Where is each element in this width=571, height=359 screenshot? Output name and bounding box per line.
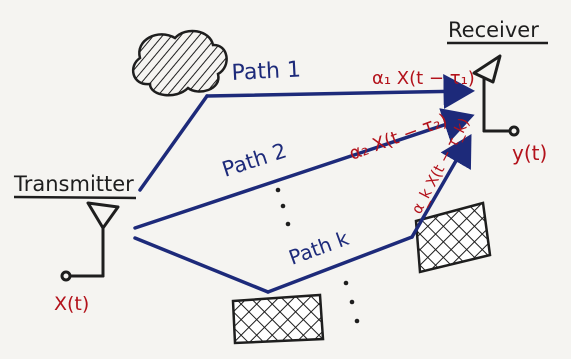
cloud-scatterer-icon bbox=[131, 29, 228, 97]
receiver-antenna-icon bbox=[472, 54, 520, 137]
path-2-ray bbox=[133, 108, 475, 230]
path-ellipsis-dots bbox=[275, 187, 360, 324]
receiver-label: Receiver bbox=[448, 18, 539, 42]
building-scatterer-right-icon bbox=[414, 201, 492, 274]
transmitter-underline bbox=[13, 195, 137, 200]
transmitter-antenna-icon bbox=[60, 201, 120, 282]
path-2-label: Path 2 bbox=[219, 138, 289, 181]
path-1-term: α₁ X(t − τ₁) bbox=[372, 68, 475, 89]
output-signal-label: y(t) bbox=[512, 141, 547, 165]
input-signal-label: X(t) bbox=[54, 293, 89, 315]
path-1-ray bbox=[138, 73, 475, 192]
transmitter-label: Transmitter bbox=[13, 172, 134, 196]
path-k-ray bbox=[133, 133, 472, 294]
path-1-label: Path 1 bbox=[231, 57, 302, 86]
building-scatterer-bottom-icon bbox=[231, 293, 325, 345]
